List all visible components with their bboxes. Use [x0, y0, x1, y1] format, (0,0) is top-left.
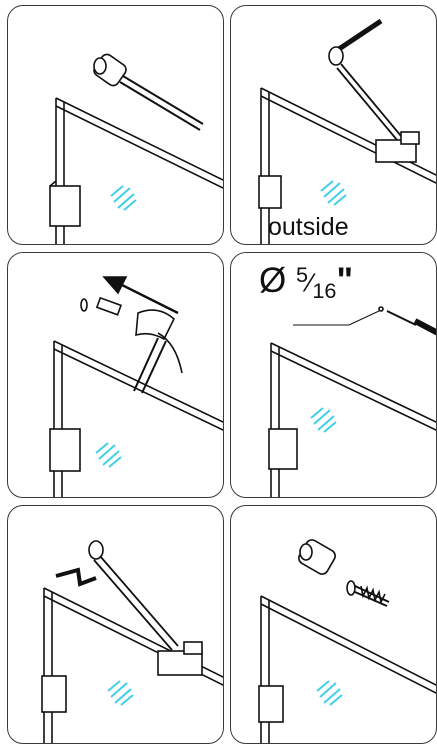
step1-illustration	[8, 6, 224, 245]
drill-size-label: Ø 5⁄16"	[259, 261, 353, 304]
fraction-numerator: 5	[296, 262, 308, 287]
inch-unit: "	[336, 261, 353, 300]
diameter-symbol: Ø	[259, 261, 286, 300]
fraction-denominator: 16	[312, 278, 336, 303]
step-panel-1	[7, 5, 224, 245]
step2-illustration	[231, 6, 437, 245]
step-panel-5	[7, 505, 224, 744]
glass-marking-icon	[321, 181, 346, 205]
outside-label: outside	[268, 213, 349, 242]
step5-illustration	[8, 506, 224, 744]
glass-marking-icon	[111, 186, 136, 210]
glass-marking-icon	[96, 443, 121, 467]
step-panel-2: outside	[230, 5, 437, 245]
glass-marking-icon	[108, 681, 133, 705]
step-panel-3	[7, 252, 224, 498]
step-panel-4: Ø 5⁄16"	[230, 252, 437, 498]
glass-marking-icon	[317, 681, 342, 705]
step-panel-6	[230, 505, 437, 744]
step3-illustration	[8, 253, 224, 498]
drill-size-fraction: 5⁄16	[296, 262, 336, 304]
step6-illustration	[231, 506, 437, 744]
glass-marking-icon	[311, 408, 336, 432]
